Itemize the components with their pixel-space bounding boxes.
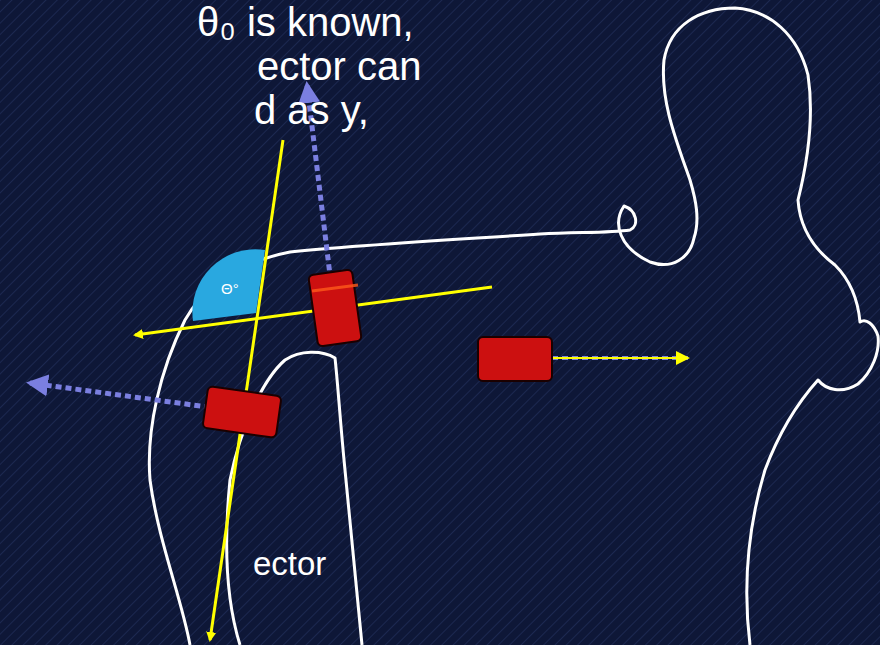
angle-wedge <box>192 249 265 321</box>
slide-text: ector can <box>257 44 422 88</box>
vector-arrow <box>552 356 688 360</box>
angle-label: Θ° <box>221 281 239 298</box>
vector-arrow <box>30 383 230 410</box>
vector-arrow <box>552 357 688 359</box>
sensor <box>202 386 281 438</box>
sensor <box>478 337 552 381</box>
slide-text: d as y, <box>254 88 369 132</box>
slide-text: θ₀ is known, <box>197 0 414 44</box>
horizontal-axis <box>312 285 358 291</box>
slide-text: ector <box>253 546 326 582</box>
sensor <box>308 269 362 346</box>
person-outline <box>149 8 878 645</box>
